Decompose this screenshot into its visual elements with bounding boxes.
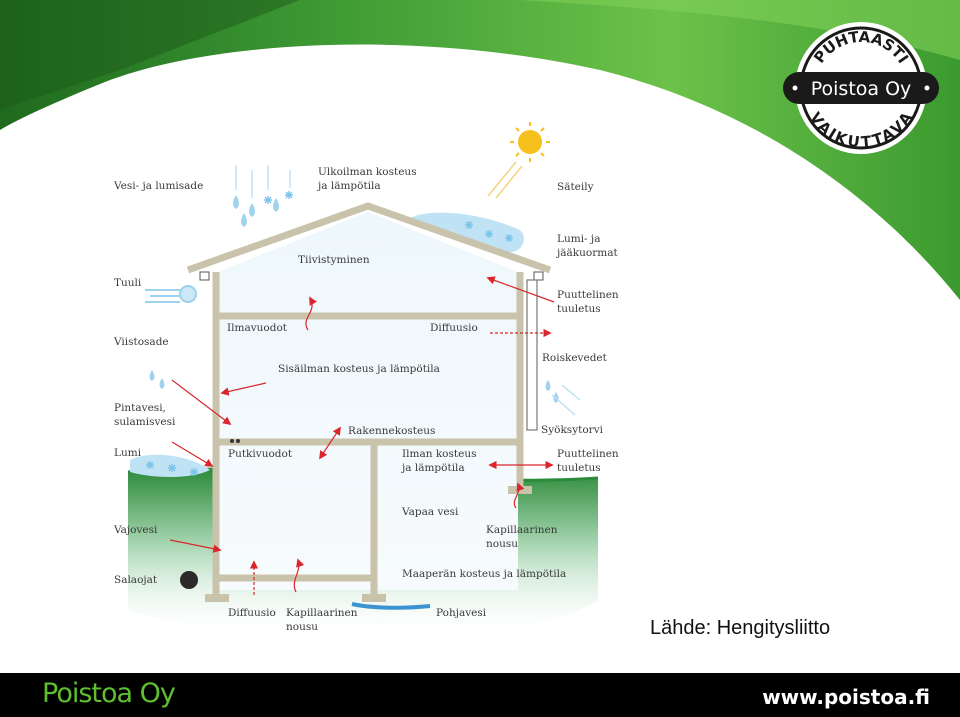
label-sateily: Säteily: [557, 181, 594, 193]
downspout: [526, 279, 538, 431]
label-ulkoilman-1: Ulkoilman kosteus: [318, 166, 417, 178]
label-syoksytorvi: Syöksytorvi: [541, 424, 604, 436]
label-diffuusio-bottom: Diffuusio: [228, 607, 276, 619]
label-ilman-kosteus-2: ja lämpötila: [400, 462, 465, 474]
diagram-labels: Vesi- ja lumisade Ulkoilman kosteus ja l…: [113, 166, 619, 633]
label-kapillaarinen-bottom-2: nousu: [286, 621, 318, 633]
label-puuttelinen-bottom-1: Puuttelinen: [557, 448, 619, 460]
groundwater: [351, 602, 431, 610]
label-vesi-lumisade: Vesi- ja lumisade: [113, 180, 203, 192]
label-pintavesi-1: Pintavesi,: [114, 402, 166, 414]
label-viistosade: Viistosade: [113, 336, 169, 348]
footer-url-link[interactable]: www.poistoa.fi: [762, 685, 930, 709]
label-puuttelinen-bottom-2: tuuletus: [557, 462, 601, 474]
label-ilman-kosteus-1: Ilman kosteus: [402, 448, 476, 460]
label-ulkoilman-2: ja lämpötila: [316, 180, 381, 192]
house-structure: [186, 202, 552, 602]
label-kapillaarinen-bottom-1: Kapillaarinen: [286, 607, 358, 619]
label-pohjavesi: Pohjavesi: [436, 607, 487, 619]
label-vajovesi: Vajovesi: [113, 524, 158, 536]
label-kapillaarinen-right-2: nousu: [486, 538, 518, 550]
label-puuttelinen-top-1: Puuttelinen: [557, 289, 619, 301]
footer-bar: Poistoa Oy www.poistoa.fi: [0, 673, 960, 717]
label-roiskevedet: Roiskevedet: [542, 352, 608, 364]
label-putkivuodot: Putkivuodot: [228, 448, 293, 460]
label-salaojat: Salaojat: [114, 574, 158, 586]
grass-banner: [0, 0, 960, 300]
label-tuuli: Tuuli: [114, 277, 142, 289]
label-puuttelinen-top-2: tuuletus: [557, 303, 601, 315]
label-vapaa-vesi: Vapaa vesi: [401, 506, 459, 518]
label-lumi: Lumi: [114, 447, 142, 459]
label-diffuusio-top: Diffuusio: [430, 322, 478, 334]
source-caption: Lähde: Hengitysliitto: [650, 617, 831, 639]
label-lumi-jaa-2: jääkuormat: [555, 247, 618, 259]
wind-icon: [145, 285, 197, 303]
label-pintavesi-2: sulamisvesi: [114, 416, 176, 428]
sun-icon: [487, 122, 550, 199]
label-sisailman: Sisäilman kosteus ja lämpötila: [278, 363, 440, 375]
footer-logo[interactable]: Poistoa Oy: [42, 678, 176, 709]
label-ilmavuodot: Ilmavuodot: [227, 322, 288, 334]
label-rakennekosteus: Rakennekosteus: [348, 425, 435, 437]
badge-brand: Poistoa Oy: [811, 78, 912, 100]
label-maaperan: Maaperän kosteus ja lämpötila: [402, 568, 566, 580]
drain-pipe: [180, 571, 198, 589]
snowflake-icons: [146, 191, 513, 476]
rain-streak-icons: [235, 165, 581, 416]
label-lumi-jaa-1: Lumi- ja: [557, 233, 600, 245]
label-tiivistyminen: Tiivistyminen: [298, 254, 370, 266]
moisture-arrows: [169, 276, 555, 595]
label-kapillaarinen-right-1: Kapillaarinen: [486, 524, 558, 536]
